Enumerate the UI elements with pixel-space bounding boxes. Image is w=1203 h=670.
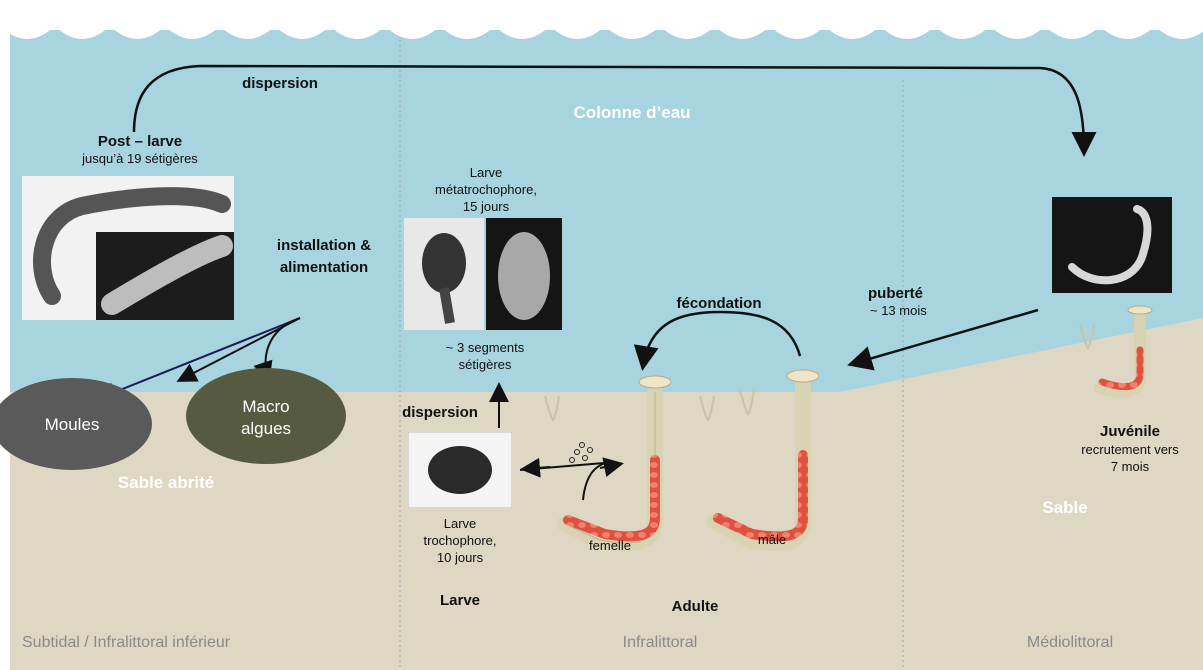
water-column-label: Colonne d’eau — [552, 102, 712, 124]
femelle-label: femelle — [570, 538, 650, 555]
dispersion-top-label: dispersion — [220, 74, 340, 94]
sable-abrite-label: Sable abrité — [96, 472, 236, 494]
juvenile-subtitle: recrutement vers 7 mois — [1060, 442, 1200, 476]
puberte-duration: ~ 13 mois — [870, 303, 970, 320]
puberte-label: puberté — [868, 284, 958, 304]
mediolittoral-zone-label: Médiolittoral — [1010, 633, 1130, 654]
larva-photo-icon — [408, 432, 512, 508]
infralittoral-zone-label: Infralittoral — [560, 633, 760, 654]
adulte-stage-label: Adulte — [650, 597, 740, 617]
dispersion-mid-label: dispersion — [390, 403, 490, 423]
metatrochophore-label: Larve métatrochophore, 15 jours — [406, 165, 566, 216]
macroalgues-label: Macro algues — [216, 396, 316, 440]
postlarve-title: Post – larve — [60, 132, 220, 152]
fecondation-label: fécondation — [654, 294, 784, 314]
larve-stage-label: Larve — [420, 591, 500, 611]
male-label: mâle — [742, 532, 802, 549]
larva-photo-icon — [22, 176, 234, 320]
larva-photo-icon — [1052, 197, 1172, 293]
moules-label: Moules — [22, 414, 122, 436]
larva-photo-icon — [404, 218, 562, 330]
trochophore-label: Larve trochophore, 10 jours — [400, 516, 520, 567]
installation-label: installation & alimentation — [244, 235, 404, 279]
juvenile-title: Juvénile — [1080, 422, 1180, 442]
subtidal-zone-label: Subtidal / Infralittoral inférieur — [22, 633, 332, 654]
sable-label: Sable — [1030, 497, 1100, 519]
postlarve-subtitle: jusqu’à 19 sétigères — [40, 151, 240, 168]
segments-label: ~ 3 segments sétigères — [420, 340, 550, 374]
